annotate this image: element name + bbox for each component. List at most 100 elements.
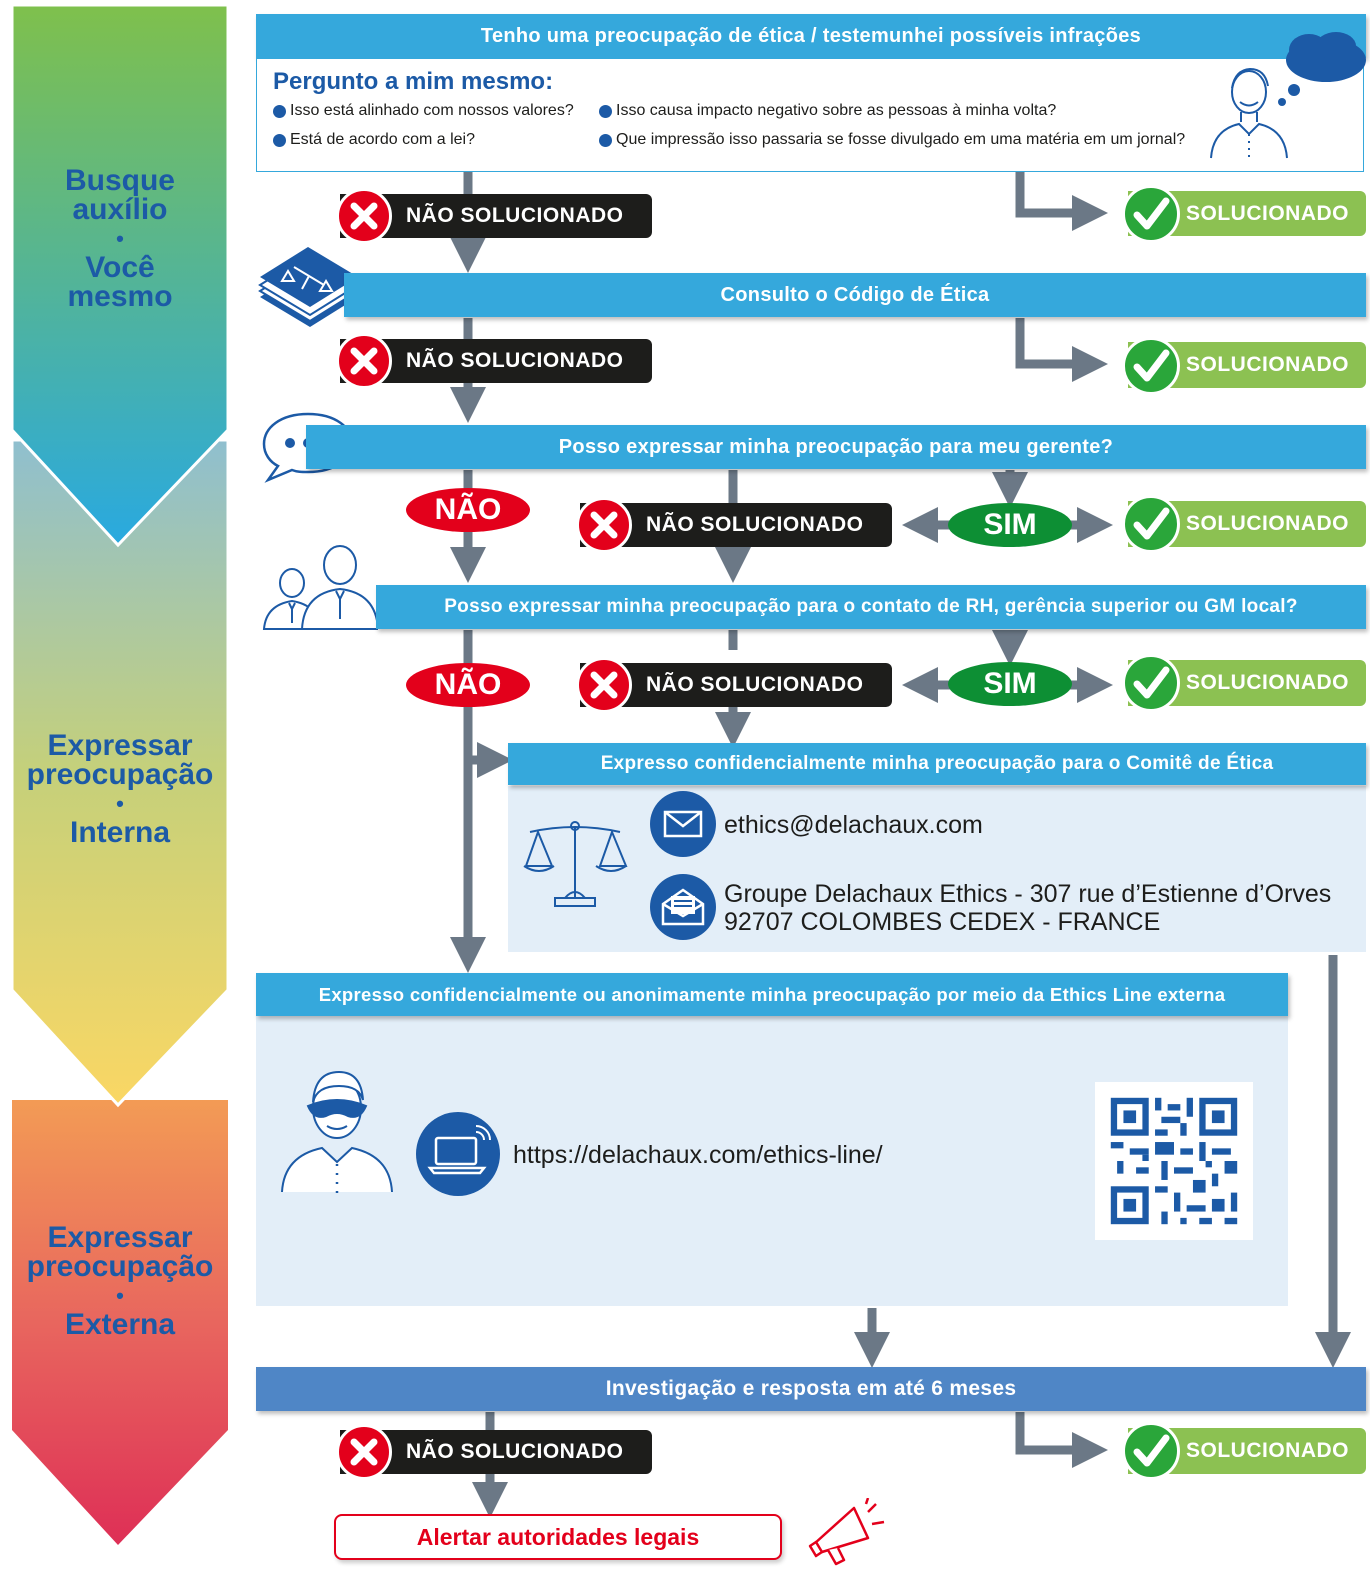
not-resolved-text: NÃO SOLUCIONADO: [406, 204, 624, 227]
no-text: NÃO: [434, 668, 502, 701]
stage3-line1: Expressar: [47, 1221, 193, 1254]
not-resolved-badge: NÃO SOLUCIONADO: [340, 194, 652, 238]
laptop-icon: [416, 1112, 500, 1196]
resolved-text: SOLUCIONADO: [1186, 512, 1349, 535]
stage-label-busque: Busque auxílio • Você mesmo: [0, 164, 240, 312]
resolved-text: SOLUCIONADO: [1186, 1439, 1349, 1462]
yes-text: SIM: [983, 508, 1037, 541]
step7-header: Investigação e resposta em até 6 meses: [256, 1367, 1366, 1411]
x-icon: [336, 333, 392, 389]
step1-header-text: Tenho uma preocupação de ética / testemu…: [480, 24, 1142, 47]
step1-header: Tenho uma preocupação de ética / testemu…: [256, 14, 1366, 58]
not-resolved-text: NÃO SOLUCIONADO: [646, 673, 864, 696]
x-icon: [576, 497, 632, 553]
thinking-person-icon: [1210, 67, 1288, 159]
question-text: Isso está alinhado com nossos valores?: [290, 102, 574, 119]
question-text: Está de acordo com a lei?: [290, 131, 475, 148]
stage2-line1: Expressar: [47, 729, 193, 762]
stage1-line3: Você: [85, 251, 155, 284]
step6-header-text: Expresso confidencialmente ou anonimamen…: [318, 983, 1226, 1005]
x-icon: [336, 188, 392, 244]
question-text: Que impressão isso passaria se fosse div…: [616, 131, 1186, 148]
stage-voce-chevron: [10, 3, 230, 548]
x-glyph: [350, 1438, 378, 1466]
ethics-line-url[interactable]: https://delachaux.com/ethics-line/: [513, 1141, 883, 1169]
qr-code-glyph: [1110, 1097, 1238, 1225]
two-people-icon: [262, 545, 378, 630]
not-resolved-badge: NÃO SOLUCIONADO: [340, 1430, 652, 1474]
laptop-glyph: [427, 1125, 491, 1175]
stage1-bullet: •: [116, 226, 124, 251]
check-glyph: [1133, 507, 1170, 540]
stage3-line2: preocupação: [26, 1250, 214, 1283]
step5-header: Expresso confidencialmente minha preocup…: [508, 743, 1366, 785]
letter-icon: [650, 874, 716, 940]
check-icon: [1122, 654, 1180, 712]
x-glyph: [590, 511, 618, 539]
address-line1: Groupe Delachaux Ethics - 307 rue d’Esti…: [724, 880, 1332, 908]
check-icon: [1122, 185, 1180, 243]
not-resolved-badge: NÃO SOLUCIONADO: [340, 339, 652, 383]
check-glyph: [1133, 1434, 1170, 1467]
bullet-dot: [273, 133, 286, 147]
envelope-glyph: [663, 810, 703, 838]
not-resolved-text: NÃO SOLUCIONADO: [646, 513, 864, 536]
check-icon: [1122, 495, 1180, 553]
x-glyph: [350, 347, 378, 375]
step3-header: Posso expressar minha preocupação para m…: [306, 425, 1366, 469]
not-resolved-badge: NÃO SOLUCIONADO: [580, 503, 892, 547]
code-book-icon: [258, 247, 360, 327]
ethics-email[interactable]: ethics@delachaux.com: [724, 811, 983, 839]
step6-header: Expresso confidencialmente ou anonimamen…: [256, 973, 1288, 1016]
not-resolved-text: NÃO SOLUCIONADO: [406, 1440, 624, 1463]
stage-label-externa: Expressar preocupação • Externa: [0, 1221, 240, 1341]
bullet-dot: [599, 133, 612, 147]
bullet-dot: [599, 104, 612, 118]
stage3-line3: Externa: [64, 1308, 176, 1341]
stage-label-interna: Expressar preocupação • Interna: [0, 729, 240, 849]
stage-externa-chevron: [12, 1100, 228, 1545]
check-glyph: [1133, 349, 1170, 382]
question-item: Que impressão isso passaria se fosse div…: [599, 131, 1185, 149]
no-text: NÃO: [434, 493, 502, 526]
step4-header: Posso expressar minha preocupação para o…: [376, 585, 1366, 629]
question-item: Isso está alinhado com nossos valores?: [273, 102, 574, 120]
step2-header-text: Consulto o Código de Ética: [720, 283, 990, 306]
yes-oval: SIM: [948, 503, 1072, 547]
stage1-line1: Busque: [64, 164, 175, 197]
step5-header-text: Expresso confidencialmente minha preocup…: [600, 753, 1274, 774]
stage-chevron-column: [10, 3, 230, 1545]
no-oval: NÃO: [406, 488, 530, 532]
stage2-bullet: •: [116, 791, 124, 816]
step3-header-text: Posso expressar minha preocupação para m…: [558, 435, 1114, 458]
letter-glyph: [661, 888, 705, 926]
check-icon: [1122, 337, 1180, 395]
question-title: Pergunto a mim mesmo:: [273, 68, 554, 95]
resolved-text: SOLUCIONADO: [1186, 353, 1349, 376]
yes-oval: SIM: [948, 662, 1072, 706]
alert-text: Alertar autoridades legais: [416, 1523, 700, 1550]
check-glyph: [1133, 666, 1170, 699]
stage2-line3: Interna: [69, 816, 171, 849]
question-item: Isso causa impacto negativo sobre as pes…: [599, 102, 1056, 120]
envelope-icon: [650, 791, 716, 857]
question-item: Está de acordo com a lei?: [273, 131, 475, 149]
stage2-line2: preocupação: [26, 758, 214, 791]
alert-authorities-box[interactable]: Alertar autoridades legais: [334, 1514, 782, 1560]
question-text: Isso causa impacto negativo sobre as pes…: [616, 102, 1057, 119]
resolved-text: SOLUCIONADO: [1186, 201, 1349, 225]
stage1-line2: auxílio: [72, 193, 168, 226]
not-resolved-text: NÃO SOLUCIONADO: [406, 349, 624, 372]
x-icon: [336, 1424, 392, 1480]
scales-icon: [523, 821, 628, 907]
thought-cloud-icon: [1278, 32, 1366, 106]
x-icon: [576, 657, 632, 713]
qr-code-icon[interactable]: [1095, 1082, 1253, 1240]
not-resolved-badge: NÃO SOLUCIONADO: [580, 663, 892, 707]
address-line2: 92707 COLOMBES CEDEX - FRANCE: [724, 908, 1161, 936]
x-glyph: [350, 202, 378, 230]
ethics-address: Groupe Delachaux Ethics - 307 rue d’Esti…: [724, 880, 1331, 936]
masked-person-icon: [281, 1070, 393, 1194]
resolved-text: SOLUCIONADO: [1186, 671, 1349, 694]
